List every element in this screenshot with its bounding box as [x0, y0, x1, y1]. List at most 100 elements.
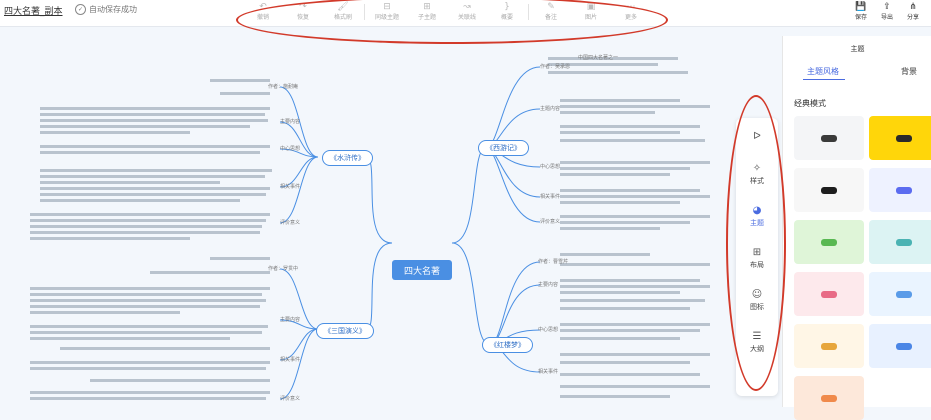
- undo-button[interactable]: ↶撤销: [256, 2, 269, 21]
- theme-thumbnail[interactable]: [794, 116, 864, 160]
- sidebar-item-collapse[interactable]: ᐅ: [736, 118, 778, 154]
- redo-button[interactable]: ↷恢复: [296, 2, 309, 21]
- panel-title: 主题: [850, 45, 865, 53]
- subtopic-label[interactable]: 评价意义: [280, 220, 301, 226]
- right-sidebar: ᐅ ✧样式 ◕主题 ⊞布局 ☺图标 ☰大纲: [736, 118, 778, 396]
- style-icon: ✧: [752, 162, 762, 174]
- branch-sanguoyanyi[interactable]: 《三国演义》: [316, 323, 374, 339]
- subtopic-label[interactable]: 评价意义: [280, 396, 301, 402]
- theme-thumbnail[interactable]: [794, 376, 864, 420]
- subtopic-label[interactable]: 相关事件: [540, 194, 561, 200]
- theme-thumbnail[interactable]: [869, 220, 931, 264]
- section-title: 经典模式: [794, 99, 826, 108]
- outline-icon: ☰: [752, 330, 762, 342]
- subtopic-label[interactable]: 主要内容: [280, 119, 301, 125]
- toolbar-separator: [528, 4, 529, 20]
- more-icon: ⋯: [626, 2, 636, 12]
- document-title[interactable]: 四大名著_副本: [4, 7, 63, 17]
- mindmap-connectors: [30, 57, 710, 400]
- theme-thumbnail-center: [821, 134, 837, 142]
- theme-thumbnail[interactable]: [869, 116, 931, 160]
- theme-thumbnail-center: [896, 342, 912, 350]
- save-status: ✓ 自动保存成功: [75, 4, 137, 15]
- theme-thumbnail-center: [821, 394, 837, 402]
- image-button[interactable]: ▣图片: [584, 2, 597, 21]
- sibling-topic-button[interactable]: ⊟同级主题: [374, 2, 399, 21]
- branch-hongloumeng[interactable]: 《红楼梦》: [482, 337, 533, 353]
- format-brush-icon: 🖌: [337, 2, 349, 12]
- tab-theme-style[interactable]: 主题风格: [807, 67, 839, 76]
- format-brush-button[interactable]: 🖌格式刷: [333, 2, 352, 21]
- theme-icon: ◕: [752, 204, 762, 216]
- subtopic-label[interactable]: 作者：吴承恩: [540, 64, 571, 70]
- subtopic-label[interactable]: 相关事件: [538, 369, 559, 375]
- theme-thumbnail[interactable]: [794, 220, 864, 264]
- export-button[interactable]: ⇪导出: [880, 2, 893, 21]
- summary-button[interactable]: }概要: [500, 2, 513, 21]
- sibling-topic-icon: ⊟: [383, 2, 391, 12]
- save-icon: 💾: [855, 2, 867, 12]
- theme-thumbnail-center: [821, 238, 837, 246]
- theme-thumbnail-center: [821, 342, 837, 350]
- active-tab-indicator: [803, 79, 845, 80]
- theme-thumbnail-center: [821, 290, 837, 298]
- theme-thumbnail-center: [896, 134, 912, 142]
- mindmap-canvas[interactable]: 四大名著 《西游记》 《水浒传》 《三国演义》 《红楼梦》 作者：吴承恩 中国四…: [0, 27, 780, 407]
- theme-thumbnail-center: [896, 186, 912, 194]
- note-icon: ✎: [547, 2, 555, 12]
- sidebar-item-theme[interactable]: ◕主题: [750, 204, 764, 227]
- save-button[interactable]: 💾保存: [854, 2, 867, 21]
- subtopic-label[interactable]: 中心思想: [538, 327, 559, 333]
- theme-thumbnail-center: [821, 186, 837, 194]
- relation-line-button[interactable]: ↝关联线: [457, 2, 476, 21]
- theme-thumbnail[interactable]: [794, 272, 864, 316]
- child-topic-icon: ⊞: [423, 2, 431, 12]
- emoji-icon: ☺: [751, 288, 763, 300]
- subtopic-label[interactable]: 作者：施耐庵: [268, 84, 299, 90]
- theme-thumbnail-center: [896, 290, 912, 298]
- more-button[interactable]: ⋯更多: [624, 2, 637, 21]
- subtopic-label[interactable]: 主题内容: [540, 106, 561, 112]
- subtopic-label[interactable]: 主要内容: [280, 317, 301, 323]
- theme-thumbnail[interactable]: [869, 324, 931, 368]
- subtopic-label[interactable]: 中心思想: [540, 164, 561, 170]
- subtopic-label[interactable]: 中心思想: [280, 146, 301, 152]
- subtopic-label[interactable]: 作者：罗贯中: [268, 266, 299, 272]
- save-status-text: 自动保存成功: [89, 5, 137, 14]
- subtopic-label[interactable]: 中国四大名著之一: [578, 55, 619, 61]
- layout-icon: ⊞: [752, 246, 762, 258]
- relation-line-icon: ↝: [463, 2, 471, 12]
- summary-icon: }: [504, 2, 510, 12]
- toolbar-separator: [364, 4, 365, 20]
- check-circle-icon: ✓: [75, 4, 86, 15]
- subtopic-label[interactable]: 主要内容: [538, 282, 559, 288]
- sidebar-item-outline[interactable]: ☰大纲: [750, 330, 764, 353]
- branch-xiyouji[interactable]: 《西游记》: [478, 140, 529, 156]
- top-toolbar: 四大名著_副本 ✓ 自动保存成功 ↶撤销 ↷恢复 🖌格式刷 ⊟同级主题 ⊞子主题…: [0, 0, 931, 27]
- share-button[interactable]: ⋔分享: [906, 2, 919, 21]
- export-icon: ⇪: [883, 2, 891, 12]
- redo-icon: ↷: [299, 2, 307, 12]
- branch-shuihuzhuan[interactable]: 《水浒传》: [322, 150, 373, 166]
- image-icon: ▣: [586, 2, 596, 12]
- theme-thumbnail[interactable]: [794, 324, 864, 368]
- child-topic-button[interactable]: ⊞子主题: [417, 2, 436, 21]
- theme-panel: 主题 主题风格 背景 经典模式: [782, 36, 931, 420]
- theme-thumbnail[interactable]: [794, 168, 864, 212]
- subtopic-label[interactable]: 相关事件: [280, 184, 301, 190]
- sidebar-item-style[interactable]: ✧样式: [750, 162, 764, 185]
- note-button[interactable]: ✎备注: [544, 2, 557, 21]
- subtopic-label[interactable]: 评价意义: [540, 219, 561, 225]
- collapse-icon: ᐅ: [753, 130, 761, 142]
- subtopic-label[interactable]: 相关事件: [280, 357, 301, 363]
- theme-thumbnail-center: [896, 238, 912, 246]
- sidebar-item-layout[interactable]: ⊞布局: [750, 246, 764, 269]
- subtopic-label[interactable]: 作者：曹雪芹: [538, 259, 569, 265]
- theme-thumbnail[interactable]: [869, 272, 931, 316]
- undo-icon: ↶: [259, 2, 267, 12]
- central-topic[interactable]: 四大名著: [392, 260, 452, 280]
- share-icon: ⋔: [909, 2, 917, 12]
- tab-background[interactable]: 背景: [901, 67, 917, 76]
- sidebar-item-icons[interactable]: ☺图标: [750, 288, 764, 311]
- theme-thumbnail[interactable]: [869, 168, 931, 212]
